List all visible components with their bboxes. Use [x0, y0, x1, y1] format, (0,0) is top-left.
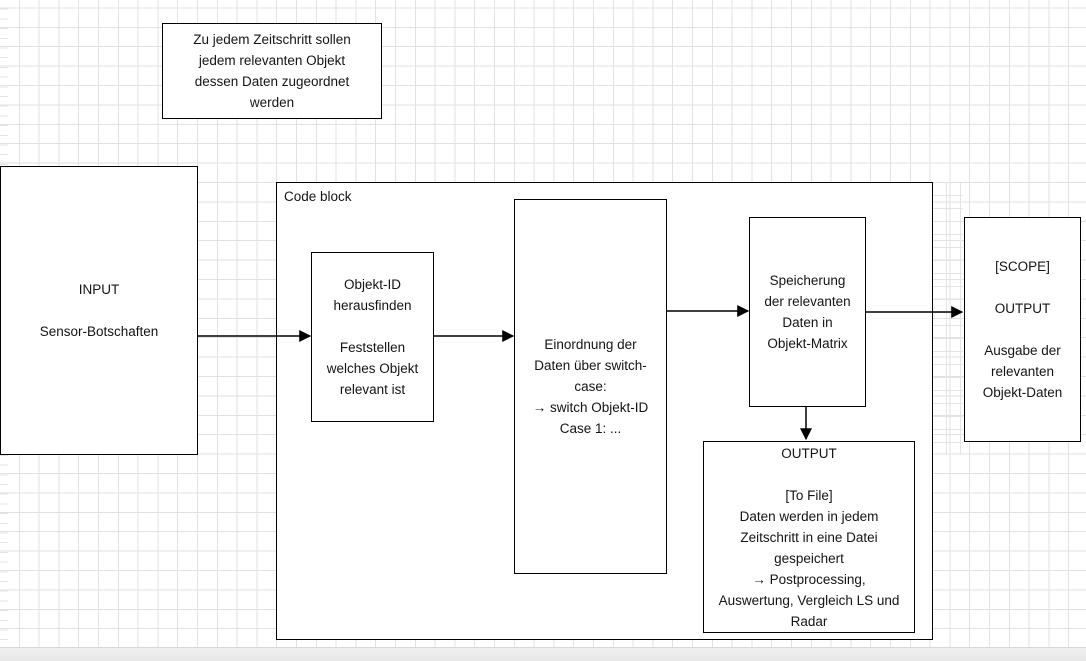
scope-output-block[interactable]: [SCOPE] OUTPUT Ausgabe der relevanten Ob…	[964, 217, 1081, 442]
code-block-label: Code block	[284, 189, 352, 204]
object-matrix-block[interactable]: Speicherung der relevanten Daten in Obje…	[749, 217, 866, 407]
input-sensor-block[interactable]: INPUT Sensor-Botschaften	[0, 166, 198, 455]
grid-fine-strip-right	[933, 183, 963, 455]
switch-case-block[interactable]: Einordnung der Daten über switch- case: …	[514, 199, 667, 574]
to-file-output-block[interactable]: OUTPUT [To File] Daten werden in jedem Z…	[703, 441, 915, 633]
find-object-id-block[interactable]: Objekt-ID herausfinden Feststellen welch…	[311, 252, 434, 422]
bottom-gray-band	[0, 647, 1086, 661]
note-box[interactable]: Zu jedem Zeitschritt sollen jedem releva…	[162, 23, 382, 119]
